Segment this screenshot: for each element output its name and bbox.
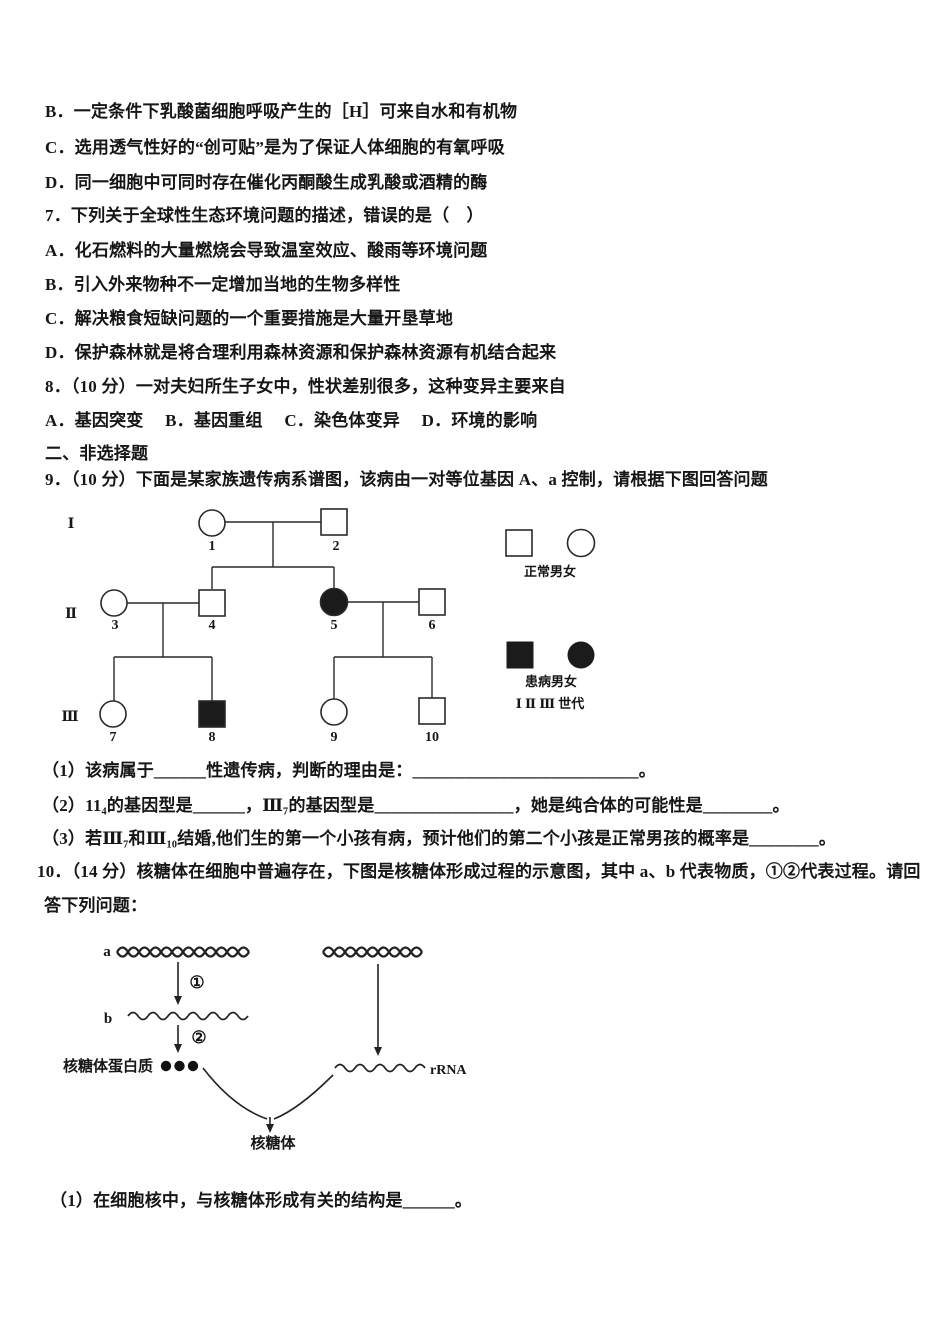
- number-5: 5: [331, 618, 338, 633]
- generation-label-1: Ⅰ: [68, 517, 75, 532]
- rrna-label: rRNA: [430, 1063, 467, 1078]
- ribosomal-protein-label: 核糖体蛋白质: [63, 1057, 153, 1075]
- number-3: 3: [112, 618, 119, 633]
- step2-circled-number: ②: [191, 1028, 206, 1047]
- legend-normal-label: 正常男女: [524, 564, 576, 579]
- q7-option-b: B．引入外来物种不一定增加当地的生物多样性: [45, 275, 401, 294]
- pedigree-figure: Ⅰ Ⅱ Ⅲ 1 2 3 4 5 6 7 8 9 10 正常男女 患病男女 Ⅰ Ⅱ…: [61, 508, 596, 745]
- number-4: 4: [209, 618, 216, 633]
- pedigree-legend: 正常男女 患病男女 Ⅰ Ⅱ Ⅲ 世代: [505, 528, 596, 711]
- q6-option-d: D．同一细胞中可同时存在催化丙酮酸生成乳酸或酒精的酶: [45, 173, 488, 192]
- individual-5-circle-affected: [319, 587, 349, 617]
- legend-normal-female-circle: [566, 528, 596, 558]
- q9-sub2: （2）11₄的基因型是______，Ⅲ₇的基因型是_______________…: [42, 796, 790, 815]
- pedigree-connector-lines: [113, 521, 433, 701]
- q7-option-c: C．解决粮食短缺问题的一个重要措施是大量开垦草地: [45, 309, 454, 328]
- q6-option-c: C．选用透气性好的“创可贴”是为了保证人体细胞的有氧呼吸: [45, 138, 505, 157]
- individual-6-square: [418, 588, 446, 616]
- individual-7-circle: [99, 700, 127, 728]
- step1-circled-number: ①: [189, 973, 204, 992]
- number-10: 10: [425, 730, 439, 745]
- dna-helix-left: [116, 946, 250, 958]
- pedigree-generation-labels: Ⅰ Ⅱ Ⅲ: [61, 517, 78, 725]
- label-b: b: [104, 1011, 112, 1027]
- individual-3-circle: [100, 589, 128, 617]
- legend-affected-male-square: [506, 641, 534, 669]
- q9-sub1: （1）该病属于______性遗传病，判断的理由是：_______________…: [42, 761, 656, 780]
- q7-option-a: A．化石燃料的大量燃烧会导致温室效应、酸雨等环境问题: [45, 241, 488, 260]
- individual-1-circle: [198, 509, 226, 537]
- q7-option-d: D．保护森林就是将合理利用森林资源和保护森林资源有机结合起来: [45, 343, 557, 362]
- generation-label-3: Ⅲ: [61, 710, 78, 725]
- q9-stem: 9．（10 分）下面是某家族遗传病系谱图，该病由一对等位基因 A、a 控制，请根…: [45, 470, 768, 489]
- q6-option-b: B．一定条件下乳酸菌细胞呼吸产生的［H］可来自水和有机物: [45, 102, 518, 121]
- q10-stem-line2: 答下列问题：: [44, 896, 148, 915]
- q10-sub1: （1）在细胞核中，与核糖体形成有关的结构是______。: [50, 1191, 473, 1210]
- converging-arrows: [202, 1067, 334, 1133]
- ribosome-figure: a ① b ② 核糖体蛋白质 rRNA 核糖体: [63, 944, 467, 1152]
- legend-normal-male-square: [505, 529, 533, 557]
- number-2: 2: [333, 539, 340, 554]
- individual-2-square: [320, 508, 348, 536]
- number-9: 9: [331, 730, 338, 745]
- individual-9-circle: [320, 698, 348, 726]
- dna-helix-right: [322, 946, 423, 958]
- protein-dots: [160, 1060, 199, 1072]
- number-8: 8: [209, 730, 216, 745]
- individual-10-square: [418, 697, 446, 725]
- label-a: a: [103, 944, 111, 960]
- ribosome-label: 核糖体: [250, 1134, 296, 1152]
- number-1: 1: [209, 539, 216, 554]
- pedigree-individual-numbers: 1 2 3 4 5 6 7 8 9 10: [110, 539, 440, 745]
- q8-options: A．基因突变 B．基因重组 C．染色体变异 D．环境的影响: [45, 411, 538, 430]
- pedigree-symbols: [99, 508, 446, 728]
- section2-title: 二、非选择题: [45, 444, 149, 463]
- q8-stem: 8．（10 分）一对夫妇所生子女中，性状差别很多，这种变异主要来自: [45, 377, 566, 396]
- process-arrows: [174, 962, 382, 1056]
- legend-generations-label: Ⅰ Ⅱ Ⅲ 世代: [516, 696, 585, 711]
- individual-4-square: [198, 589, 226, 617]
- mrna-wavy-line: [127, 1011, 249, 1021]
- legend-affected-female-circle: [567, 641, 595, 669]
- number-6: 6: [429, 618, 436, 633]
- rrna-wavy-line: [334, 1063, 426, 1073]
- q9-sub3: （3）若Ⅲ₇和Ⅲ₁₀结婚,他们生的第一个小孩有病，预计他们的第二个小孩是正常男孩…: [42, 829, 837, 848]
- number-7: 7: [110, 730, 117, 745]
- legend-affected-label: 患病男女: [525, 674, 577, 689]
- q10-stem-line1: 10．（14 分）核糖体在细胞中普遍存在，下图是核糖体形成过程的示意图，其中 a…: [37, 862, 921, 881]
- individual-8-square-affected: [198, 700, 226, 728]
- generation-label-2: Ⅱ: [65, 607, 77, 622]
- q7-stem: 7．下列关于全球性生态环境问题的描述，错误的是（ ）: [45, 206, 484, 225]
